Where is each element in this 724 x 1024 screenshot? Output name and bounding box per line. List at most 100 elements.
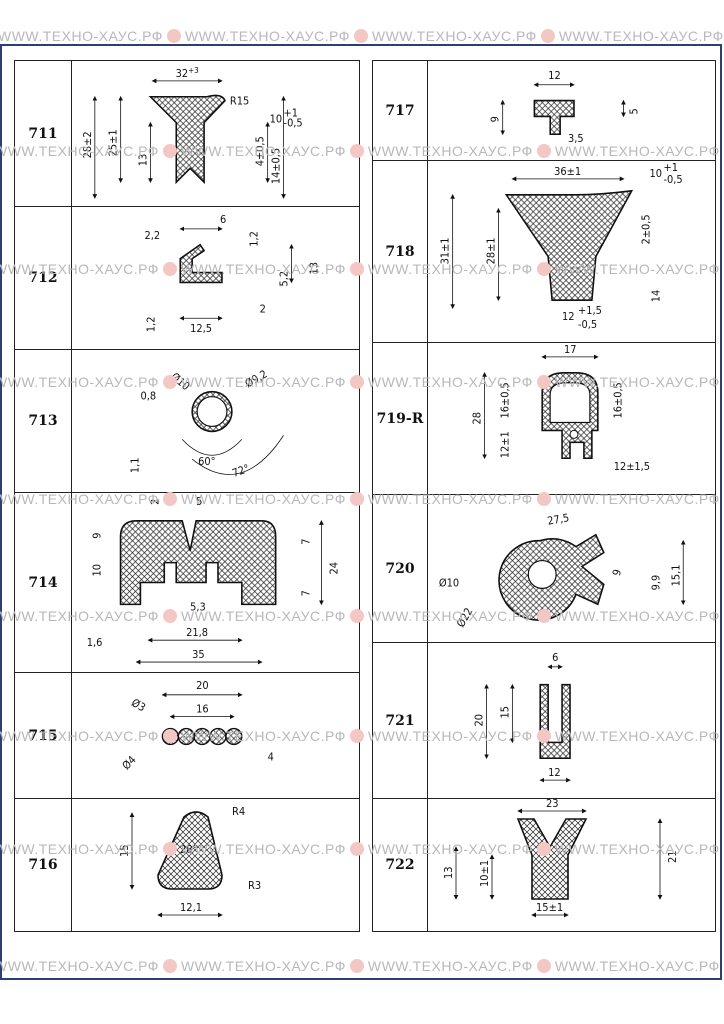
svg-text:3,5: 3,5	[568, 132, 584, 145]
watermark-text: WWW.ТЕХНО-ХАУС.РФ	[367, 841, 533, 857]
svg-text:-0,5: -0,5	[284, 117, 303, 130]
watermark-text: WWW.ТЕХНО-ХАУС.РФ	[367, 958, 533, 974]
watermark-text: WWW.ТЕХНО-ХАУС.РФ	[554, 958, 720, 974]
svg-text:13: 13	[307, 262, 320, 274]
svg-text:27,5: 27,5	[546, 511, 570, 528]
svg-text:15,1: 15,1	[669, 565, 682, 587]
profile-row-717: 717 12 9 5 3,5	[373, 61, 715, 161]
watermark-logo-icon	[349, 262, 364, 276]
svg-text:60°: 60°	[198, 455, 215, 468]
watermark-text: WWW.ТЕХНО-ХАУС.РФ	[367, 374, 533, 390]
svg-text:12: 12	[548, 766, 560, 779]
svg-text:9: 9	[610, 568, 624, 577]
watermark-text: WWW.ТЕХНО-ХАУС.РФ	[554, 261, 720, 277]
svg-text:15: 15	[498, 706, 511, 718]
svg-text:5,2: 5,2	[277, 271, 290, 287]
watermark-text: WWW.ТЕХНО-ХАУС.РФ	[180, 958, 346, 974]
watermark-text: WWW.ТЕХНО-ХАУС.РФ	[554, 841, 720, 857]
svg-text:Ø3: Ø3	[129, 696, 148, 714]
watermark-text: WWW.ТЕХНО-ХАУС.РФ	[0, 958, 159, 974]
profile-drawing-713: Ø10 0,8 Ø9,2 1,1 60° 72°	[129, 367, 284, 480]
profile-number: 722	[373, 799, 428, 931]
watermark-text: WWW.ТЕХНО-ХАУС.РФ	[0, 491, 159, 507]
watermark-logo-icon	[166, 29, 181, 43]
svg-text:5: 5	[196, 495, 202, 508]
profile-number: 716	[15, 799, 72, 931]
watermark-logo-icon	[536, 729, 551, 743]
watermark-logo-icon	[540, 29, 555, 43]
svg-text:13: 13	[442, 866, 455, 879]
svg-text:20: 20	[196, 679, 208, 692]
watermark-text: WWW.ТЕХНО-ХАУС.РФ	[180, 491, 346, 507]
svg-text:21: 21	[666, 850, 679, 863]
profile-row-712: 712 6 2,2 1,2 13 5,2 2 1,2 12,5	[15, 207, 359, 350]
profile-row-711: 711 32+3 R15 28±2 25±1 13 10 +1 -0,5	[15, 61, 359, 207]
svg-text:2: 2	[148, 499, 161, 505]
watermark-text: WWW.ТЕХНО-ХАУС.РФ	[554, 143, 720, 159]
profile-shape	[533, 99, 575, 136]
watermark-text: WWW.ТЕХНО-ХАУС.РФ	[180, 143, 346, 159]
profile-drawing-716: R4 15 28° R3 12,1	[118, 805, 261, 918]
svg-text:13: 13	[136, 154, 149, 166]
svg-text:25±1: 25±1	[107, 129, 120, 156]
watermark-logo-icon	[349, 492, 364, 506]
watermark-logo-icon	[162, 609, 177, 623]
profile-row-719-r: 719-R 17 28 16±0,5 16±0,5 12±1 12±1,5	[373, 343, 715, 495]
svg-text:1,2: 1,2	[144, 317, 157, 333]
watermark-text: WWW.ТЕХНО-ХАУС.РФ	[554, 374, 720, 390]
watermark-text: WWW.ТЕХНО-ХАУС.РФ	[554, 491, 720, 507]
watermark-text: WWW.ТЕХНО-ХАУС.РФ	[554, 728, 720, 744]
profile-number: 713	[15, 350, 72, 492]
profile-drawing-711: 32+3 R15 28±2 25±1 13 10 +1 -0,5 4±0,5 1…	[81, 66, 303, 199]
right-table: 717 12 9 5 3,5 718	[372, 60, 716, 932]
svg-text:10: 10	[270, 113, 282, 126]
svg-text:12±1,5: 12±1,5	[614, 460, 650, 473]
watermark-text: WWW.ТЕХНО-ХАУС.РФ	[367, 728, 533, 744]
profile-number: 715	[15, 673, 72, 798]
svg-text:Ø10: Ø10	[439, 576, 459, 589]
watermark-logo-icon	[536, 144, 551, 158]
svg-text:4±0,5: 4±0,5	[254, 136, 267, 166]
profile-number: 719-R	[373, 343, 428, 494]
svg-text:Ø4: Ø4	[120, 753, 139, 772]
profile-drawing-722: 23 13 10±1 21 15±1	[442, 799, 679, 918]
watermark-logo-icon	[162, 144, 177, 158]
profile-number: 718	[373, 161, 428, 342]
profile-number: 717	[373, 61, 428, 160]
catalog-frame: 711 32+3 R15 28±2 25±1 13 10 +1 -0,5	[0, 44, 722, 980]
watermark-text: WWW.ТЕХНО-ХАУС.РФ	[0, 28, 163, 44]
watermark-text: WWW.ТЕХНО-ХАУС.РФ	[180, 261, 346, 277]
watermark-logo-icon	[536, 375, 551, 389]
svg-text:1,2: 1,2	[248, 231, 261, 247]
watermark-row: WWW.ТЕХНО-ХАУС.РФ WWW.ТЕХНО-ХАУС.РФ WWW.ТЕ…	[0, 261, 724, 277]
svg-text:6: 6	[552, 651, 558, 664]
svg-text:6: 6	[220, 213, 226, 226]
watermark-logo-icon	[353, 29, 368, 43]
svg-text:15±1: 15±1	[536, 901, 563, 914]
svg-text:32+3: 32+3	[176, 66, 199, 80]
svg-text:16: 16	[196, 703, 208, 716]
svg-text:7: 7	[299, 590, 312, 596]
svg-text:1,1: 1,1	[129, 458, 142, 474]
watermark-text: WWW.ТЕХНО-ХАУС.РФ	[0, 728, 159, 744]
watermark-logo-icon	[162, 262, 177, 276]
svg-text:R4: R4	[232, 805, 245, 818]
svg-text:7: 7	[299, 538, 312, 544]
watermark-logo-icon	[536, 959, 551, 973]
watermark-text: WWW.ТЕХНО-ХАУС.РФ	[0, 841, 159, 857]
svg-text:4: 4	[268, 750, 274, 763]
watermark-text: WWW.ТЕХНО-ХАУС.РФ	[180, 374, 346, 390]
watermark-text: WWW.ТЕХНО-ХАУС.РФ	[0, 374, 159, 390]
watermark-text: WWW.ТЕХНО-ХАУС.РФ	[367, 261, 533, 277]
watermark-logo-icon	[536, 842, 551, 856]
profile-number: 721	[373, 643, 428, 798]
watermark-logo-icon	[349, 842, 364, 856]
watermark-logo-icon	[536, 609, 551, 623]
svg-text:16±0,5: 16±0,5	[612, 382, 625, 418]
watermark-logo-icon	[162, 842, 177, 856]
watermark-text: WWW.ТЕХНО-ХАУС.РФ	[180, 608, 346, 624]
svg-text:9: 9	[489, 116, 502, 122]
svg-text:20: 20	[473, 714, 486, 726]
watermark-row: WWW.ТЕХНО-ХАУС.РФ WWW.ТЕХНО-ХАУС.РФ WWW.ТЕ…	[0, 491, 724, 507]
